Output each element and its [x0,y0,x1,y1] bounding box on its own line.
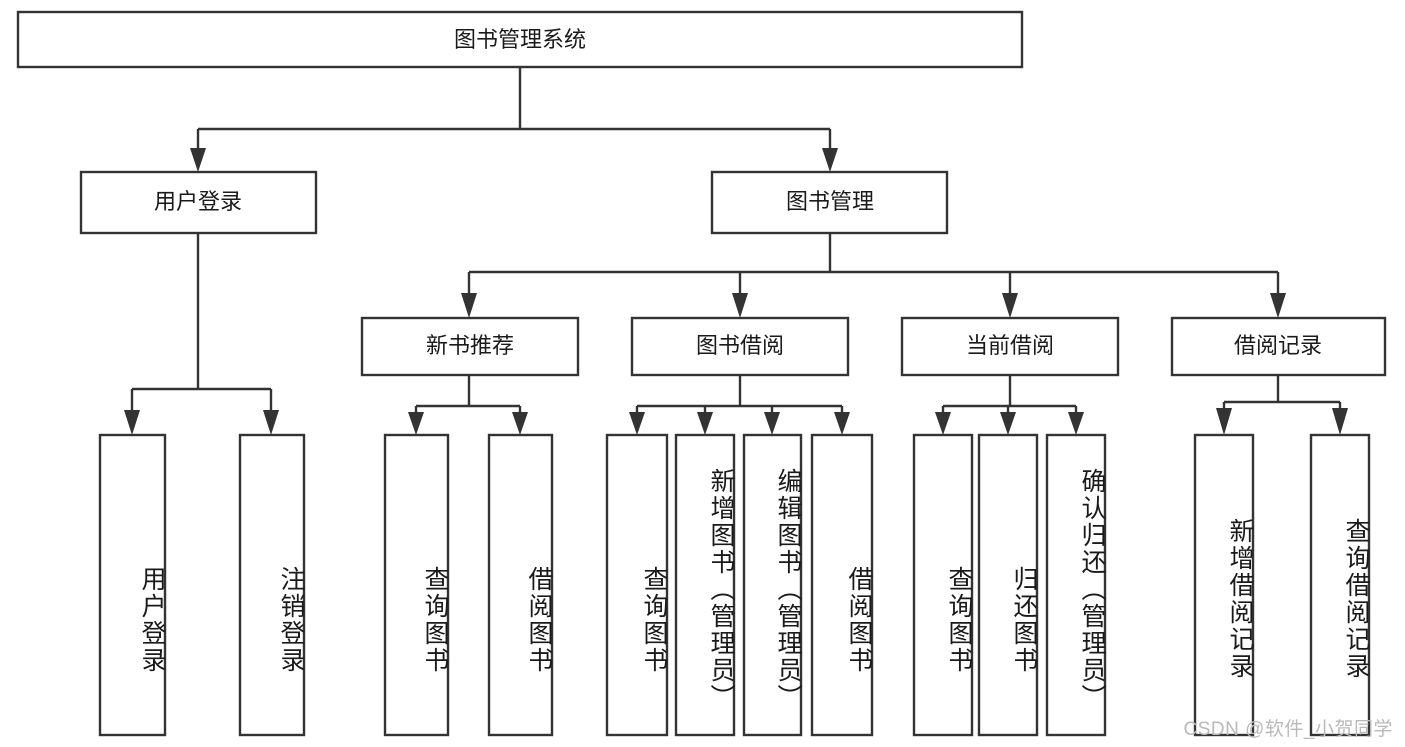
node-new-book-recommend-box[interactable] [360,316,580,377]
node-user-login-label: 用户登录 [154,189,242,214]
node-current-borrow-label: 当前借阅 [966,333,1054,358]
leaf-add-book-box[interactable] [674,433,736,737]
arrow-leaf-add-record [1216,408,1232,435]
arrow-leaf-query-book-3 [935,412,951,435]
arrow-leaf-user-login [124,410,140,435]
leaf-return-book-box[interactable] [977,433,1039,737]
leaf-borrow-book-2-box[interactable] [810,433,874,737]
arrow-leaf-confirm-return [1068,412,1084,435]
node-borrow-record[interactable]: 借阅记录 [1170,316,1387,377]
leaf-user-login-box[interactable] [98,433,167,737]
arrow-user-login [190,148,206,172]
connector-group-new-book-recommend [408,375,528,435]
arrow-leaf-logout-login [263,410,279,435]
connector-group-current-borrow [935,375,1084,435]
arrow-leaf-query-book-2 [629,412,645,435]
node-current-borrow[interactable]: 当前借阅 [900,316,1120,377]
leaf-edit-book-box[interactable] [742,433,803,737]
arrow-current-borrow [1002,293,1018,318]
node-new-book-recommend-label: 新书推荐 [426,333,514,358]
node-borrow-record-label: 借阅记录 [1234,333,1322,358]
node-book-manage-box[interactable] [710,170,949,235]
node-root[interactable]: 图书管理系统 [16,10,1024,69]
node-user-login[interactable]: 用户登录 [79,170,318,235]
node-borrow-record-box[interactable] [1170,316,1387,377]
arrow-leaf-borrow-book-1 [512,412,528,435]
node-book-borrow-label: 图书借阅 [696,333,784,358]
node-root-label: 图书管理系统 [454,27,586,52]
leaf-borrow-book-1-box[interactable] [487,433,554,737]
node-user-login-box[interactable] [79,170,318,235]
arrow-book-borrow [732,293,748,318]
node-book-borrow-box[interactable] [630,316,850,377]
leaf-logout-login-box[interactable] [238,433,306,737]
leaf-boxes [98,433,1371,737]
csdn-watermark: CSDN @软件_小贺同学 [1183,719,1393,740]
node-current-borrow-box[interactable] [900,316,1120,377]
arrow-leaf-return-book [1000,412,1016,435]
arrow-borrow-record [1270,293,1286,318]
arrow-leaf-edit-book [764,412,780,435]
connector-group-root [190,67,838,172]
arrow-leaf-query-book-1 [408,412,424,435]
connector-group-book-borrow [629,375,850,435]
node-book-manage-label: 图书管理 [786,189,874,214]
leaf-query-book-2-box[interactable] [605,433,669,737]
node-root-box[interactable] [16,10,1024,69]
leaf-query-book-3-box[interactable] [912,433,974,737]
arrow-leaf-borrow-book-2 [834,412,850,435]
leaf-confirm-return-box[interactable] [1045,433,1107,737]
connector-group-book-manage [461,233,1286,318]
arrow-new-book-recommend [461,293,477,318]
connector-group-user-login [124,233,279,435]
arrow-book-manage [822,148,838,172]
leaf-query-book-1-box[interactable] [383,433,450,737]
leaf-query-record-box[interactable] [1309,433,1371,737]
arrow-leaf-add-book [697,412,713,435]
node-book-borrow[interactable]: 图书借阅 [630,316,850,377]
node-new-book-recommend[interactable]: 新书推荐 [360,316,580,377]
arrow-leaf-query-record [1332,408,1348,435]
leaf-add-record-box[interactable] [1193,433,1255,737]
connector-group-borrow-record [1216,375,1348,435]
node-book-manage[interactable]: 图书管理 [710,170,949,235]
